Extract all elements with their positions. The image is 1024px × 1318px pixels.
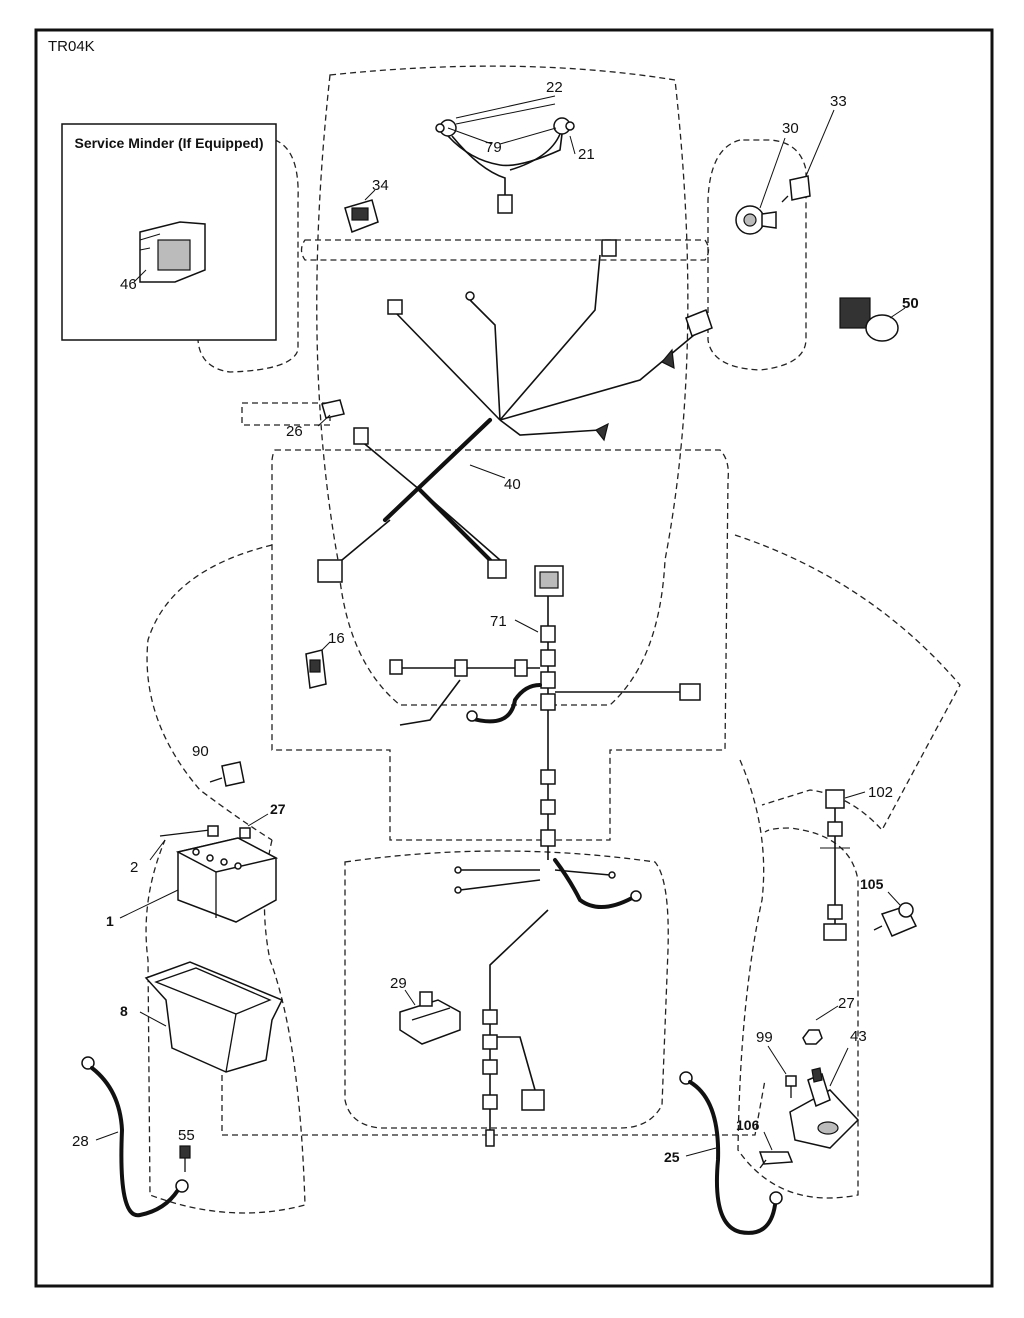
light-switch-knob bbox=[839, 297, 906, 342]
seat-outline bbox=[344, 850, 669, 1129]
solenoid bbox=[873, 891, 918, 937]
callout-1: 1 bbox=[106, 913, 114, 929]
callout-28: 28 bbox=[72, 1133, 89, 1150]
callout-26: 26 bbox=[286, 423, 303, 440]
diagram-code: TR04K bbox=[48, 38, 95, 55]
callout-46: 46 bbox=[120, 276, 137, 293]
callout-106: 106 bbox=[736, 1117, 760, 1133]
callout-43: 43 bbox=[850, 1028, 867, 1045]
seat-switch bbox=[399, 989, 461, 1045]
seat-harness bbox=[454, 858, 642, 1147]
dashboard-outline bbox=[300, 239, 710, 261]
frame-outline bbox=[271, 449, 729, 841]
callout-29: 29 bbox=[390, 975, 407, 992]
fuse-holder-outline bbox=[241, 402, 331, 426]
service-minder-display bbox=[139, 221, 206, 283]
center-harness bbox=[389, 565, 701, 860]
callout-102: 102 bbox=[868, 784, 893, 801]
callout-90: 90 bbox=[192, 743, 209, 760]
callout-105: 105 bbox=[860, 876, 884, 892]
positive-cable bbox=[679, 1071, 783, 1235]
hood-outline bbox=[316, 65, 689, 706]
callout-21: 21 bbox=[578, 146, 595, 163]
inset-title: Service Minder (If Equipped) bbox=[74, 135, 263, 151]
left-fender-outline bbox=[146, 544, 273, 841]
mounting-bolt bbox=[767, 1045, 797, 1098]
left-rear-outline bbox=[145, 839, 306, 1214]
wire-clip bbox=[758, 1131, 794, 1169]
pto-switch bbox=[344, 189, 379, 233]
left-pod-outline bbox=[197, 139, 299, 373]
callout-27-top: 27 bbox=[270, 801, 286, 817]
lower-chassis-outline bbox=[221, 1075, 766, 1136]
main-harness bbox=[317, 239, 713, 583]
battery-tray bbox=[139, 961, 284, 1073]
callout-27-right: 27 bbox=[838, 995, 855, 1012]
right-fender-outline bbox=[734, 534, 961, 832]
callout-71: 71 bbox=[490, 613, 507, 630]
callout-33: 33 bbox=[830, 93, 847, 110]
right-pod-outline bbox=[707, 139, 807, 371]
starter-relay bbox=[305, 641, 331, 689]
callout-30: 30 bbox=[782, 120, 799, 137]
cable-bolt bbox=[179, 1145, 191, 1172]
callout-99: 99 bbox=[756, 1029, 773, 1046]
callout-8: 8 bbox=[120, 1003, 128, 1019]
outer-frame bbox=[34, 28, 994, 1288]
ignition-switch bbox=[735, 137, 786, 235]
ignition-key bbox=[781, 109, 835, 203]
diode-module bbox=[209, 761, 245, 787]
negative-cable bbox=[81, 1056, 189, 1218]
rear-right-harness bbox=[820, 789, 866, 941]
pto-clutch-bracket bbox=[789, 1005, 860, 1149]
battery bbox=[119, 813, 279, 923]
right-rear-outline bbox=[737, 759, 859, 1199]
callout-55: 55 bbox=[178, 1127, 195, 1144]
callout-22: 22 bbox=[546, 79, 563, 96]
fuse-holder bbox=[317, 399, 345, 427]
callout-16: 16 bbox=[328, 630, 345, 647]
callout-25: 25 bbox=[664, 1149, 680, 1165]
callout-79: 79 bbox=[485, 139, 502, 156]
callout-2: 2 bbox=[130, 859, 138, 876]
callout-50: 50 bbox=[902, 295, 919, 312]
headlight-harness bbox=[435, 95, 576, 214]
service-minder-inset: Service Minder (If Equipped) 46 bbox=[61, 123, 277, 341]
callout-34: 34 bbox=[372, 177, 389, 194]
callout-40: 40 bbox=[504, 476, 521, 493]
